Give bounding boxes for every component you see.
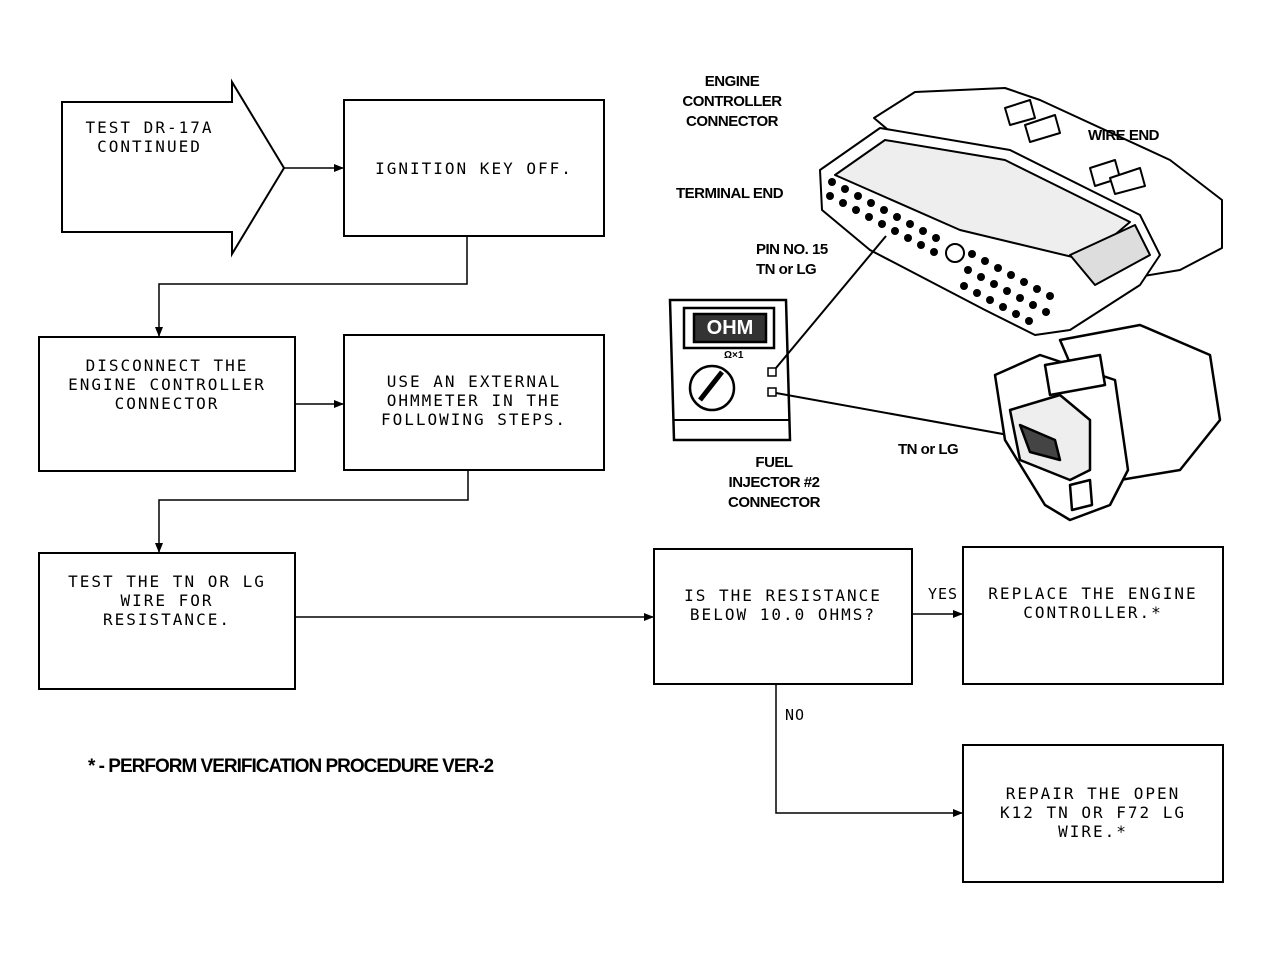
test-wire-box: TEST THE TN OR LG WIRE FOR RESISTANCE.	[38, 552, 296, 690]
use-ohmmeter-box: USE AN EXTERNAL OHMMETER IN THE FOLLOWIN…	[343, 334, 605, 471]
engine-controller-connector-label: ENGINE CONTROLLER CONNECTOR	[682, 73, 782, 130]
footnote: * - PERFORM VERIFICATION PROCEDURE VER-2	[88, 756, 494, 777]
fuel-injector-connector-label: FUEL INJECTOR #2 CONNECTOR	[728, 454, 820, 511]
start-text: TEST DR-17A CONTINUED	[85, 118, 214, 156]
probe-wire-pin15	[775, 235, 887, 369]
probe-wire-injector	[775, 392, 1037, 441]
wire-end-label: WIRE END	[1088, 127, 1160, 144]
connector-ohmmeter-to-test	[155, 471, 469, 553]
replace-controller-text: REPLACE THE ENGINE CONTROLLER.*	[988, 584, 1198, 622]
disconnect-connector-text: DISCONNECT THE ENGINE CONTROLLER CONNECT…	[68, 356, 266, 413]
resistance-question-text: IS THE RESISTANCE BELOW 10.0 OHMS?	[684, 586, 882, 624]
connector-no	[775, 685, 963, 817]
pin-15-label: PIN NO. 15 TN or LG	[756, 241, 828, 278]
ignition-key-off-box: IGNITION KEY OFF.	[343, 99, 605, 237]
meter-range-text: Ω×1	[724, 350, 744, 361]
tn-or-lg-label: TN or LG	[898, 441, 959, 458]
repair-wire-box: REPAIR THE OPEN K12 TN OR F72 LG WIRE.*	[962, 744, 1224, 883]
use-ohmmeter-text: USE AN EXTERNAL OHMMETER IN THE FOLLOWIN…	[380, 372, 568, 429]
engine-controller-connector-drawing	[819, 87, 1223, 336]
yes-label: YES	[928, 585, 959, 603]
resistance-question-box: IS THE RESISTANCE BELOW 10.0 OHMS?	[653, 548, 913, 685]
ohmmeter-drawing	[668, 298, 792, 442]
fuel-injector-connector-drawing	[993, 323, 1222, 522]
meter-display-text: OHM	[706, 317, 754, 339]
terminal-end-label: TERMINAL END	[676, 185, 784, 202]
connector-pins	[826, 178, 1054, 325]
test-wire-text: TEST THE TN OR LG WIRE FOR RESISTANCE.	[68, 572, 266, 629]
start-arrow-shape	[61, 78, 286, 258]
replace-controller-box: REPLACE THE ENGINE CONTROLLER.*	[962, 546, 1224, 685]
connector-ignition-to-disconnect	[155, 237, 468, 337]
disconnect-connector-box: DISCONNECT THE ENGINE CONTROLLER CONNECT…	[38, 336, 296, 472]
start-arrow: TEST DR-17A CONTINUED	[62, 102, 237, 232]
ignition-key-off-text: IGNITION KEY OFF.	[375, 158, 573, 178]
repair-wire-text: REPAIR THE OPEN K12 TN OR F72 LG WIRE.*	[999, 784, 1187, 841]
no-label: NO	[785, 706, 806, 724]
